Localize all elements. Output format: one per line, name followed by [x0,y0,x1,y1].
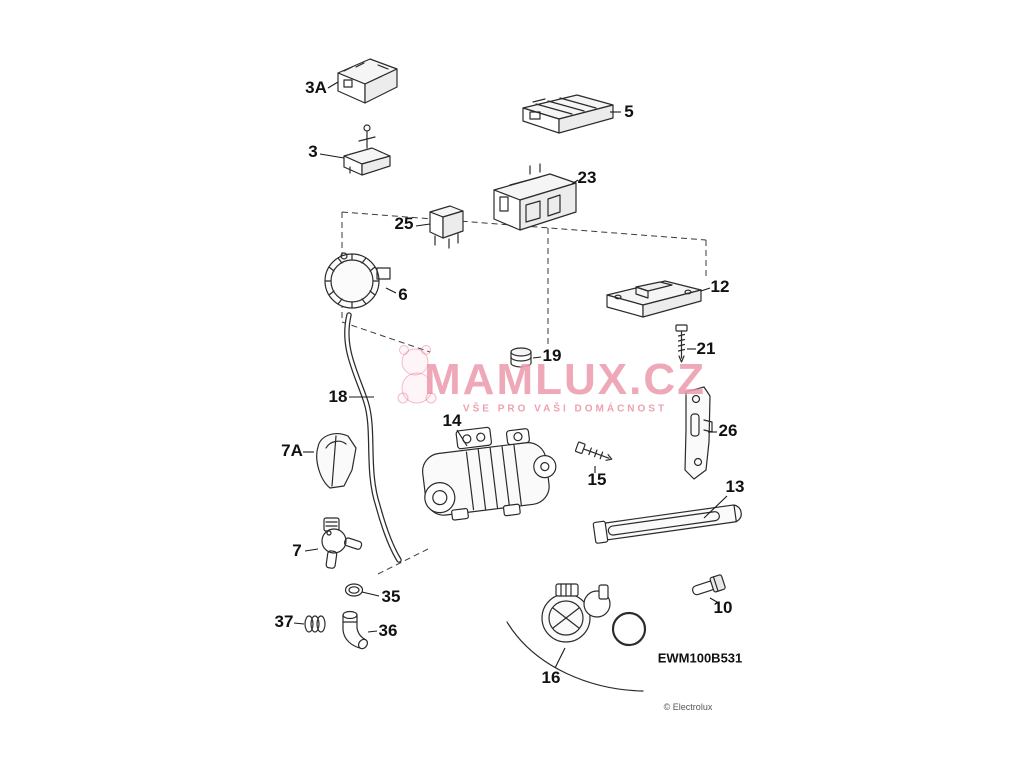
part-label-14: 14 [442,411,462,430]
part-label-26: 26 [718,421,738,440]
watermark-bear-doodle [397,345,437,404]
part-12-drawing [606,280,702,318]
part-label-37: 37 [274,612,294,631]
part-label-35: 35 [381,587,401,606]
part-7-drawing [321,517,363,569]
part-13-drawing [592,504,742,544]
part-label-21: 21 [696,339,716,358]
part-label-7: 7 [292,541,302,560]
part-label-5: 5 [624,102,634,121]
part-label-3a: 3A [305,78,327,97]
part-25-drawing [429,205,464,249]
part-label-13: 13 [725,477,745,496]
part-3a-drawing [337,58,398,104]
part-21-drawing [675,324,688,363]
part-label-16: 16 [541,668,561,687]
leader-lines [293,81,728,669]
part-14-drawing [422,426,557,521]
part-16-drawing [506,583,647,692]
part-label-15: 15 [587,470,607,489]
copyright-text: © Electrolux [663,702,713,712]
part-15-drawing [574,441,613,461]
part-26-drawing [684,386,713,480]
part-label-12: 12 [710,277,730,296]
part-3-drawing [343,124,391,176]
part-7a-drawing [316,433,357,489]
part-label-3: 3 [308,142,318,161]
part-36-drawing [342,610,369,650]
part-label-19: 19 [542,346,562,365]
part-label-25: 25 [394,214,414,233]
watermark-subtitle: VŠE PRO VAŠI DOMÁCNOST [462,403,668,415]
model-code: EWM100B531 [657,650,743,666]
part-19-drawing [510,347,532,368]
part-5-drawing [522,94,614,134]
part-label-10: 10 [713,598,733,617]
part-6-drawing [324,252,391,309]
part-23-drawing [493,163,577,231]
part-10-drawing [691,574,726,596]
part-label-36: 36 [378,621,398,640]
part-35-drawing [344,583,364,597]
part-18-drawing [344,312,402,563]
watermark-title: MAMLUX.CZ [424,355,706,404]
part-37-drawing [304,615,326,633]
part-label-23: 23 [577,168,597,187]
part-label-18: 18 [328,387,348,406]
part-label-6: 6 [398,285,408,304]
part-label-7a: 7A [281,441,303,460]
